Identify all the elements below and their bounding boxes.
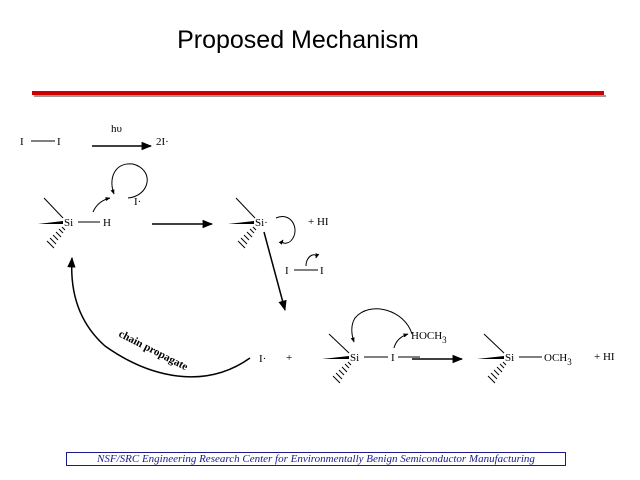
light-condition: hυ xyxy=(111,123,123,135)
electron-push-arrow xyxy=(393,333,409,349)
iodination-arrow xyxy=(263,231,287,312)
silicon-radical: Si· xyxy=(255,217,268,229)
electron-push-arrow xyxy=(110,163,148,199)
iodine-radical: I· xyxy=(259,353,266,365)
iodine-left-atom: I xyxy=(285,265,289,277)
silicon-iodide-surface-bonds xyxy=(322,333,352,384)
iodine-radicals: 2I· xyxy=(156,136,169,148)
hydrogen-iodide-byproduct: + HI xyxy=(594,351,615,363)
title-divider-shadow xyxy=(34,95,606,97)
chain-propagate-label: chain propagate xyxy=(117,328,190,373)
title-divider xyxy=(32,91,604,95)
silicon-atom: Si xyxy=(350,352,359,364)
electron-push-arrow xyxy=(305,253,320,267)
footer-credit: NSF/SRC Engineering Research Center for … xyxy=(66,452,566,466)
silicon-atom: Si xyxy=(505,352,514,364)
silicon-methoxide-surface-bonds xyxy=(477,333,507,384)
methanol: HOCH3 xyxy=(411,330,447,345)
iodine-radical: I· xyxy=(134,196,141,208)
hydrogen-atom: H xyxy=(103,217,111,229)
electron-push-arrow xyxy=(92,197,111,213)
silicon-surface-bonds xyxy=(38,197,66,249)
iodine-left-atom: I xyxy=(20,136,24,148)
silicon-atom: Si xyxy=(64,217,73,229)
page-title: Proposed Mechanism xyxy=(177,26,419,54)
iodine-right-atom: I xyxy=(57,136,61,148)
methoxy-group: OCH3 xyxy=(544,352,572,367)
chain-propagation-arrow xyxy=(67,256,251,378)
iodine-atom: I xyxy=(391,352,395,364)
plus-sign: + xyxy=(286,352,292,364)
iodine-right-atom: I xyxy=(320,265,324,277)
electron-push-arrow xyxy=(275,216,296,245)
electron-push-arrow xyxy=(350,308,413,343)
hydrogen-iodide-byproduct: + HI xyxy=(308,216,329,228)
silicon-radical-surface-bonds xyxy=(228,197,257,249)
